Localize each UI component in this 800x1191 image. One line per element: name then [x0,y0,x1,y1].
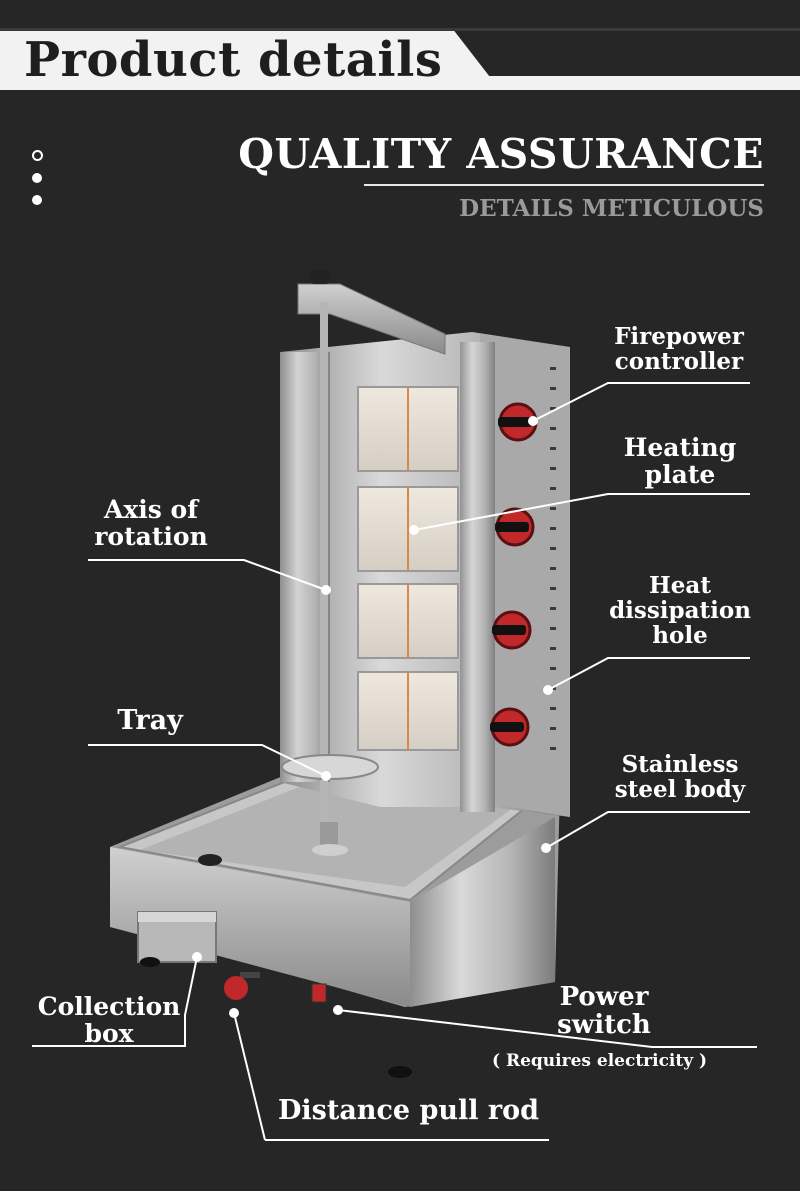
decorative-dots [32,150,43,217]
label-requires-electricity: ( Requires electricity ) [492,1051,708,1071]
label-stainless-steel-body: Stainless steel body [614,751,746,803]
solid-dot-icon [32,195,42,205]
header-band [0,28,800,90]
label-heating-plate: Heating plate [623,433,737,489]
doner-kebab-machine-image [110,270,570,1078]
label-collection-box: Collection box [37,992,181,1048]
label-distance-pull-rod: Distance pull rod [278,1095,540,1126]
label-firepower-controller: Firepower controller [614,323,744,375]
page-title: Product details [24,32,443,88]
banner-title: QUALITY ASSURANCE [238,130,764,178]
banner-subtitle: DETAILS METICULOUS [459,195,764,222]
label-heat-dissipation-hole: Heat dissipation hole [609,572,751,649]
label-tray: Tray [117,705,183,736]
solid-dot-icon [32,173,42,183]
hollow-dot-icon [32,150,43,161]
label-power-switch: Power switch [557,982,651,1041]
banner-divider [364,184,764,186]
label-axis-of-rotation: Axis of rotation [94,495,208,551]
